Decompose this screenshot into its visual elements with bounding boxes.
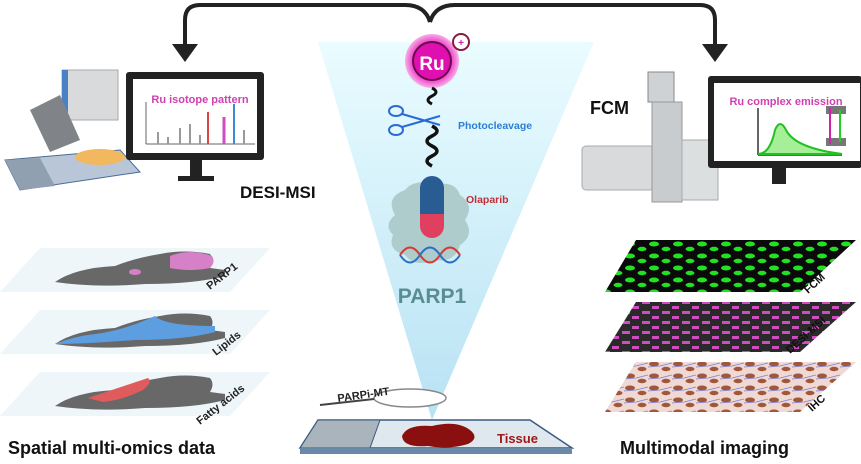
linker-top-icon (426, 86, 438, 106)
linker-spring-icon (425, 124, 439, 168)
desi-msi-label: DESI-MSI (240, 183, 316, 202)
right-caption: Multimodal imaging (620, 438, 789, 458)
arrow-right (428, 3, 717, 45)
dna-icon (399, 246, 461, 264)
arrow-left-head (172, 44, 198, 62)
arrow-left (183, 3, 432, 45)
omics-layer-fatty-acids (0, 372, 270, 416)
right-screen-title: Ru complex emission (729, 96, 842, 108)
imaging-layer-desi-msi (605, 302, 856, 352)
omics-layer-lipids (0, 310, 270, 354)
emission-spectrum-icon (757, 106, 846, 156)
left-caption: Spatial multi-omics data (8, 438, 216, 458)
parp1-label: PARP1 (398, 285, 467, 308)
ru-label: Ru (419, 54, 444, 75)
imaging-layer-fcm (605, 240, 856, 292)
fcm-label: FCM (590, 98, 629, 118)
scissors-icon (388, 105, 441, 136)
imaging-layer-ihc (605, 362, 856, 412)
probe-lens-icon (373, 388, 447, 408)
photocleavage-label: Photocleavage (458, 120, 532, 132)
left-screen-title: Ru isotope pattern (151, 94, 248, 106)
desi-instrument-icon (4, 69, 141, 191)
arrow-right-head (702, 44, 728, 62)
mass-spectrum-icon (145, 102, 255, 145)
charge-label: + (458, 38, 464, 49)
tissue-label: Tissue (497, 431, 538, 446)
charge-badge-icon (452, 33, 470, 51)
tissue-sample (402, 423, 475, 448)
olaparib-label: Olaparib (466, 194, 509, 206)
probe-pointer (319, 398, 375, 406)
omics-layer-parp1 (0, 248, 270, 292)
olaparib-capsule-icon (420, 176, 444, 214)
